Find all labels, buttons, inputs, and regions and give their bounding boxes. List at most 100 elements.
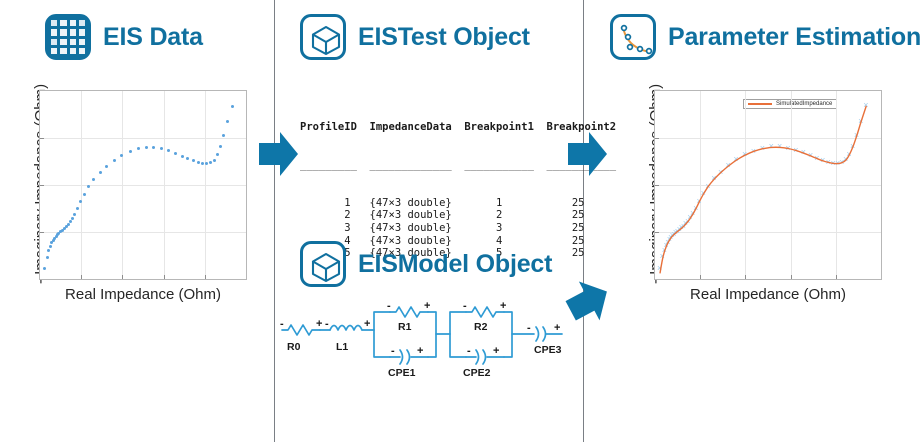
data-point-marker bbox=[82, 192, 86, 196]
data-point-marker: × bbox=[678, 222, 684, 233]
series-simulated-curve bbox=[659, 105, 867, 274]
table-row: 4 {47×3 double} 4 25 bbox=[300, 234, 617, 247]
data-point-marker: × bbox=[776, 141, 783, 152]
data-point-marker: × bbox=[733, 154, 739, 165]
column-divider-right bbox=[583, 0, 584, 442]
data-point-marker bbox=[215, 153, 219, 157]
data-point-marker: × bbox=[863, 100, 869, 111]
data-point-marker bbox=[57, 231, 61, 235]
panel-heading-parameter-estimation: Parameter Estimation bbox=[610, 14, 920, 60]
data-point-marker bbox=[112, 158, 116, 162]
polarity-plus-cpe1: + bbox=[417, 345, 424, 357]
circuit-label-r1: R1 bbox=[398, 321, 412, 333]
data-point-marker bbox=[70, 216, 74, 220]
axis-tick-x bbox=[164, 275, 165, 279]
gridline-horizontal bbox=[40, 232, 246, 233]
panel-heading-eis-data: EIS Data bbox=[45, 14, 203, 60]
data-point-marker: × bbox=[842, 154, 849, 165]
data-point-marker bbox=[98, 171, 102, 175]
data-point-marker bbox=[79, 200, 83, 204]
axis-tick-y bbox=[40, 185, 44, 186]
data-point-marker bbox=[60, 228, 64, 232]
data-point-marker bbox=[54, 234, 58, 238]
data-point-marker bbox=[174, 151, 178, 155]
data-point-marker bbox=[49, 244, 52, 248]
data-point-marker bbox=[191, 159, 195, 163]
polarity-minus-cpe3: - bbox=[527, 322, 531, 334]
circuit-label-cpe3: CPE3 bbox=[534, 344, 562, 356]
data-point-marker bbox=[226, 120, 230, 124]
data-point-marker bbox=[218, 145, 222, 149]
data-point-marker: × bbox=[717, 166, 724, 177]
polarity-plus-cpe3: + bbox=[554, 322, 561, 334]
axis-tick-x bbox=[205, 275, 206, 279]
axis-tick-x bbox=[81, 275, 82, 279]
axis-tick-x bbox=[122, 275, 123, 279]
gridline-horizontal bbox=[655, 185, 881, 186]
data-point-marker bbox=[68, 220, 72, 224]
data-point-marker bbox=[66, 222, 70, 226]
data-point-marker: × bbox=[671, 228, 677, 239]
chart-eis-data: - Imaginary Impedance (Ohm) Real Impedan… bbox=[10, 84, 260, 303]
cube-icon-glyph bbox=[311, 252, 341, 283]
equivalent-circuit-diagram: R0 L1 R1 CPE1 R2 CPE2 CPE3 - + - + - + -… bbox=[278, 300, 578, 395]
data-point-marker bbox=[50, 241, 54, 245]
data-point-marker: × bbox=[830, 157, 836, 168]
data-point-marker: × bbox=[768, 141, 774, 152]
gridline-horizontal bbox=[40, 138, 246, 139]
axis-tick-x bbox=[836, 275, 837, 279]
axis-tick-y bbox=[655, 185, 659, 186]
panel-title-parameter-estimation: Parameter Estimation bbox=[668, 22, 920, 51]
data-point-marker: × bbox=[669, 230, 675, 241]
circuit-svg bbox=[281, 306, 563, 365]
panel-title-eistest-object: EISTest Object bbox=[358, 22, 530, 51]
polarity-plus-r2: + bbox=[500, 300, 507, 312]
chart-eis-data-plot-area bbox=[39, 90, 247, 280]
circuit-label-l1: L1 bbox=[336, 341, 349, 353]
polarity-minus-cpe1: - bbox=[391, 345, 395, 357]
data-point-marker: × bbox=[684, 215, 691, 226]
data-point-marker bbox=[120, 153, 124, 157]
chart-parameter-estimation: - Imaginary Impedance (Ohm) SimulatedImp… bbox=[625, 84, 915, 303]
data-point-marker bbox=[73, 212, 77, 216]
legend-label-simulated: SimulatedImpedance bbox=[776, 101, 833, 107]
circuit-label-cpe2: CPE2 bbox=[463, 367, 491, 379]
data-point-marker bbox=[136, 147, 140, 151]
data-point-marker: × bbox=[696, 195, 702, 206]
circuit-label-cpe1: CPE1 bbox=[388, 367, 416, 379]
data-point-marker bbox=[64, 225, 68, 229]
data-point-marker bbox=[51, 238, 55, 242]
chart-parameter-estimation-plot-area: SimulatedImpedance ×××××××××××××××××××××… bbox=[654, 90, 882, 280]
data-point-marker: × bbox=[793, 144, 799, 155]
data-point-marker bbox=[53, 236, 57, 240]
data-point-marker: × bbox=[725, 160, 731, 171]
table-row: 3 {47×3 double} 3 25 bbox=[300, 221, 617, 234]
data-point-marker bbox=[205, 162, 209, 166]
polarity-minus-r0: - bbox=[280, 318, 284, 330]
data-point-marker bbox=[43, 267, 47, 271]
data-point-marker bbox=[75, 207, 79, 210]
polarity-minus-cpe2: - bbox=[467, 345, 471, 357]
panel-heading-eistest-object: EISTest Object bbox=[300, 14, 530, 60]
table-header-row: ProfileID ImpedanceData Breakpoint1 Brea… bbox=[300, 121, 617, 134]
data-point-marker: × bbox=[846, 148, 852, 159]
data-point-marker: × bbox=[689, 208, 696, 219]
polarity-plus-l1: + bbox=[364, 318, 371, 330]
data-point-marker bbox=[59, 230, 63, 234]
table-row: 5 {47×3 double} 5 25 bbox=[300, 247, 617, 260]
arrow-data-to-test bbox=[259, 132, 298, 176]
data-point-marker: × bbox=[665, 236, 671, 247]
data-point-marker: × bbox=[785, 142, 791, 153]
data-point-marker: × bbox=[676, 224, 682, 235]
polarity-plus-r0: + bbox=[316, 318, 323, 330]
arrow-test-to-estim bbox=[568, 132, 607, 176]
data-point-marker: × bbox=[807, 150, 814, 161]
data-point-marker: × bbox=[680, 220, 686, 231]
cube-icon-glyph bbox=[311, 25, 341, 56]
data-point-marker: × bbox=[659, 251, 665, 262]
data-point-marker bbox=[152, 145, 156, 149]
gridline-horizontal bbox=[655, 138, 881, 139]
data-point-marker bbox=[201, 162, 205, 166]
panel-heading-eismodel-object: EISModel Object bbox=[300, 241, 552, 287]
